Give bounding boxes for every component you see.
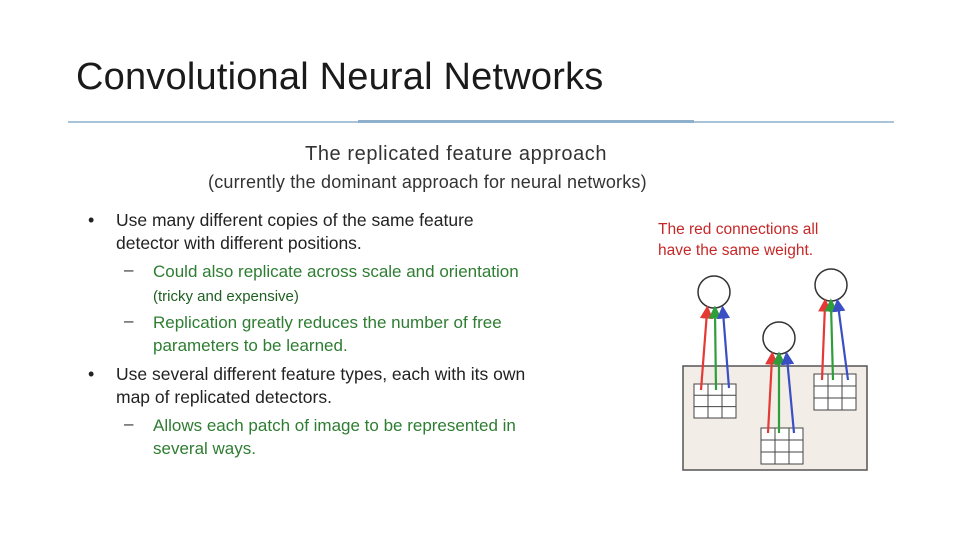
sub-1-2-line1: Replication greatly reduces the number o… xyxy=(153,313,502,332)
sub-1-2-line2: parameters to be learned. xyxy=(153,336,348,355)
title-divider-accent xyxy=(358,120,694,123)
sub-2-1-line2: several ways. xyxy=(153,439,256,458)
connection-green xyxy=(824,298,838,381)
connection-red xyxy=(818,298,832,381)
bullet-1-line2: detector with different positions. xyxy=(116,233,362,253)
connection-blue xyxy=(716,305,731,389)
figure-subheading: (currently the dominant approach for neu… xyxy=(208,172,647,192)
sub-1-1-line2: (tricky and expensive) xyxy=(153,288,299,305)
figure-heading: The replicated feature approach xyxy=(305,143,608,165)
bullet-marker: • xyxy=(88,364,95,384)
neuron-middle xyxy=(762,321,796,355)
image-patch-right xyxy=(813,373,857,411)
slide-title: Convolutional Neural Networks xyxy=(76,56,604,98)
sub-2-1-line1: Allows each patch of image to be represe… xyxy=(153,416,516,435)
bullet-1-line1: Use many different copies of the same fe… xyxy=(116,210,474,230)
dash-marker: – xyxy=(124,414,134,433)
bullet-marker: • xyxy=(88,210,95,230)
neuron-right xyxy=(814,268,848,302)
image-patch-middle xyxy=(760,427,804,465)
weight-note: The red connections all have the same we… xyxy=(658,219,818,261)
sub-1-1-line1: Could also replicate across scale and or… xyxy=(153,262,519,281)
connection-blue xyxy=(781,351,796,434)
bullet-2-line1: Use several different feature types, eac… xyxy=(116,364,526,384)
connection-green xyxy=(708,305,722,391)
dash-marker: – xyxy=(124,311,134,330)
connection-blue xyxy=(832,298,850,381)
dash-marker: – xyxy=(124,260,134,279)
bullet-2-line2: map of replicated detectors. xyxy=(116,387,332,407)
weight-note-line2: have the same weight. xyxy=(658,242,814,259)
connection-red xyxy=(699,305,714,391)
connection-red xyxy=(765,351,779,434)
neuron-left xyxy=(697,275,731,309)
weight-note-line1: The red connections all xyxy=(658,221,819,238)
